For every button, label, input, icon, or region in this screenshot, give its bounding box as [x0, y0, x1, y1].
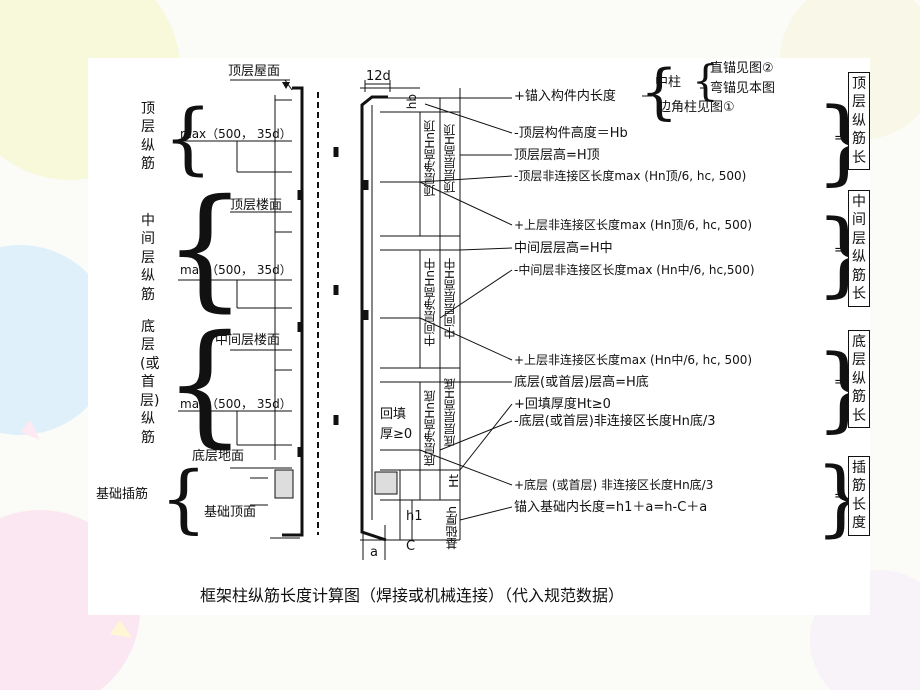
formula-mid-non-connection: -中间层非连接区长度max (Hn中/6, hc,500) [514, 263, 755, 277]
max-label-bottom: max（500， 35d） [180, 397, 292, 411]
brace-col-types: { [692, 56, 719, 105]
floor-label-top: 顶层楼面 [230, 198, 283, 213]
label-bottom-rebar: 底层(或首层)纵筋 [140, 319, 160, 446]
eq-bottom: = [834, 375, 845, 390]
label-top-rebar: 顶层纵筋 [141, 101, 155, 173]
eq-dowel: = [834, 489, 845, 504]
dim-hb: hb [405, 94, 419, 110]
dim-bot-floor-height: 底层层高H底 [443, 378, 457, 448]
result-bottom-rebar-length: 底层纵筋长 [848, 330, 870, 429]
formula-top-non-connection: -顶层非连接区长度max (Hn顶/6, hc, 500) [514, 169, 747, 183]
formula-upper-non-connection-top: +上层非连接区长度max (Hn顶/6, hc, 500) [514, 218, 753, 232]
diagram-panel [88, 58, 870, 615]
col-type-middle: 中柱 [655, 75, 682, 90]
brace-col-outer: { [640, 57, 679, 127]
result-middle-rebar-length: 中间层纵筋长 [848, 190, 870, 307]
diagram-caption: 框架柱纵筋长度计算图（焊接或机械连接）（代入规范数据） [200, 586, 625, 605]
brace-foundation: { [160, 456, 208, 542]
dim-mid-clear-height: 中间层净高Hn中 [423, 258, 437, 347]
brace-bottom: { [163, 307, 247, 461]
floor-label-ground: 底层地面 [192, 449, 245, 464]
brace-middle: { [163, 171, 247, 325]
dim-mid-floor-height: 中间层层高H中 [443, 258, 457, 340]
result-dowel-length: 插筋长度 [848, 456, 870, 536]
eq-top: = [834, 131, 845, 146]
dim-c: C [406, 539, 416, 554]
col-type-corner: 边角柱见图① [658, 100, 735, 115]
formula-upper-non-connection-mid: +上层非连接区长度max (Hn中/6, hc, 500) [514, 353, 753, 367]
formula-top-floor-height: 顶层层高=H顶 [514, 148, 600, 163]
formula-foundation-anchor: 锚入基础内长度=h1＋a=h-C＋a [514, 500, 708, 515]
label-backfill-ge: 厚≥0 [380, 427, 413, 442]
floor-label-roof: 顶层屋面 [228, 64, 281, 79]
max-label-middle: max（500， 35d） [180, 263, 292, 277]
max-label-top: max（500， 35d） [180, 127, 292, 141]
floor-label-foundation-top: 基础顶面 [204, 505, 257, 520]
dim-top-clear-height: 顶层净高Hn顶 [423, 120, 437, 197]
formula-anchor-in-member: +锚入构件内长度 [514, 89, 616, 104]
dim-bot-clear-height: 底层净高Hn底 [423, 390, 437, 467]
result-top-rebar-length: 顶层纵筋长 [848, 72, 870, 171]
label-foundation-dowel: 基础插筋 [96, 487, 149, 502]
eq-middle: = [834, 243, 845, 258]
floor-label-middle: 中间层楼面 [215, 333, 281, 348]
dim-foundation-thickness: 基础厚h [445, 506, 459, 550]
dim-12d: 12d [366, 69, 391, 84]
dim-a: a [370, 545, 378, 560]
brace-top: { [163, 94, 213, 184]
formula-backfill-thickness: +回填厚度Ht≥0 [514, 397, 611, 412]
label-backfill: 回填 [380, 407, 407, 422]
col-type-straight-anchor: 直锚见图② [710, 61, 774, 76]
formula-bottom-non-connection-plus: +底层 (或首层) 非连接区长度Hn底/3 [514, 478, 714, 492]
dim-h1: h1 [406, 509, 423, 524]
formula-bottom-floor-height: 底层(或首层)层高=H底 [514, 375, 649, 390]
formula-bottom-non-connection-minus: -底层(或首层)非连接区长度Hn底/3 [514, 414, 716, 429]
formula-top-member-height: -顶层构件高度＝Hb [514, 126, 628, 141]
col-type-bent-anchor: 弯锚见本图 [710, 81, 776, 96]
label-middle-rebar: 中间层纵筋 [141, 213, 155, 303]
dim-ht: Ht [447, 474, 461, 488]
dim-top-floor-height: 顶层层高H顶 [443, 124, 457, 194]
formula-mid-floor-height: 中间层层高=H中 [514, 241, 613, 256]
